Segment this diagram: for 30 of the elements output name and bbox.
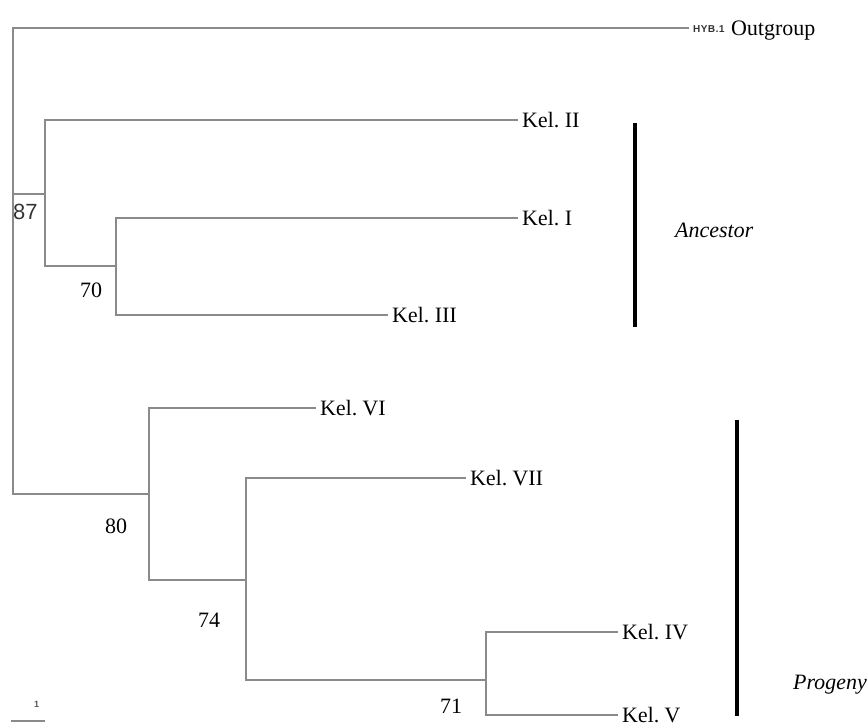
taxon-label: Kel. VII <box>470 465 543 491</box>
tree-branch <box>13 27 689 29</box>
bootstrap-value: 71 <box>440 694 462 718</box>
scale-value: 1 <box>34 699 40 709</box>
taxon-label: Kel. III <box>392 302 457 328</box>
taxon-label: Kel. V <box>622 702 680 724</box>
sample-code: HYB.1 <box>693 22 725 37</box>
tree-branch <box>116 314 388 316</box>
tree-branch <box>246 477 466 479</box>
taxon-label: Kel. II <box>522 107 580 133</box>
taxon-label: Outgroup <box>730 15 816 41</box>
taxon-label: Kel. IV <box>622 619 688 645</box>
tree-branch <box>13 493 149 495</box>
tree-branch <box>149 407 316 409</box>
tree-branch <box>13 193 45 195</box>
tree-branch <box>246 679 486 681</box>
tree-branch <box>45 119 518 121</box>
clade-label: Ancestor <box>675 217 754 243</box>
bootstrap-value: 74 <box>198 608 220 632</box>
tree-branch <box>486 631 618 633</box>
taxon-label: Kel. I <box>522 205 572 231</box>
tree-branch <box>45 265 116 267</box>
tree-branch <box>149 579 246 581</box>
tree-branch <box>486 714 618 716</box>
bootstrap-value: 70 <box>80 278 102 302</box>
taxon-label: Kel. VI <box>320 395 386 421</box>
clade-label: Progeny <box>793 669 867 695</box>
tree-branch <box>116 217 518 219</box>
bootstrap-value: 80 <box>105 514 127 538</box>
bootstrap-value: 87 <box>13 200 38 224</box>
